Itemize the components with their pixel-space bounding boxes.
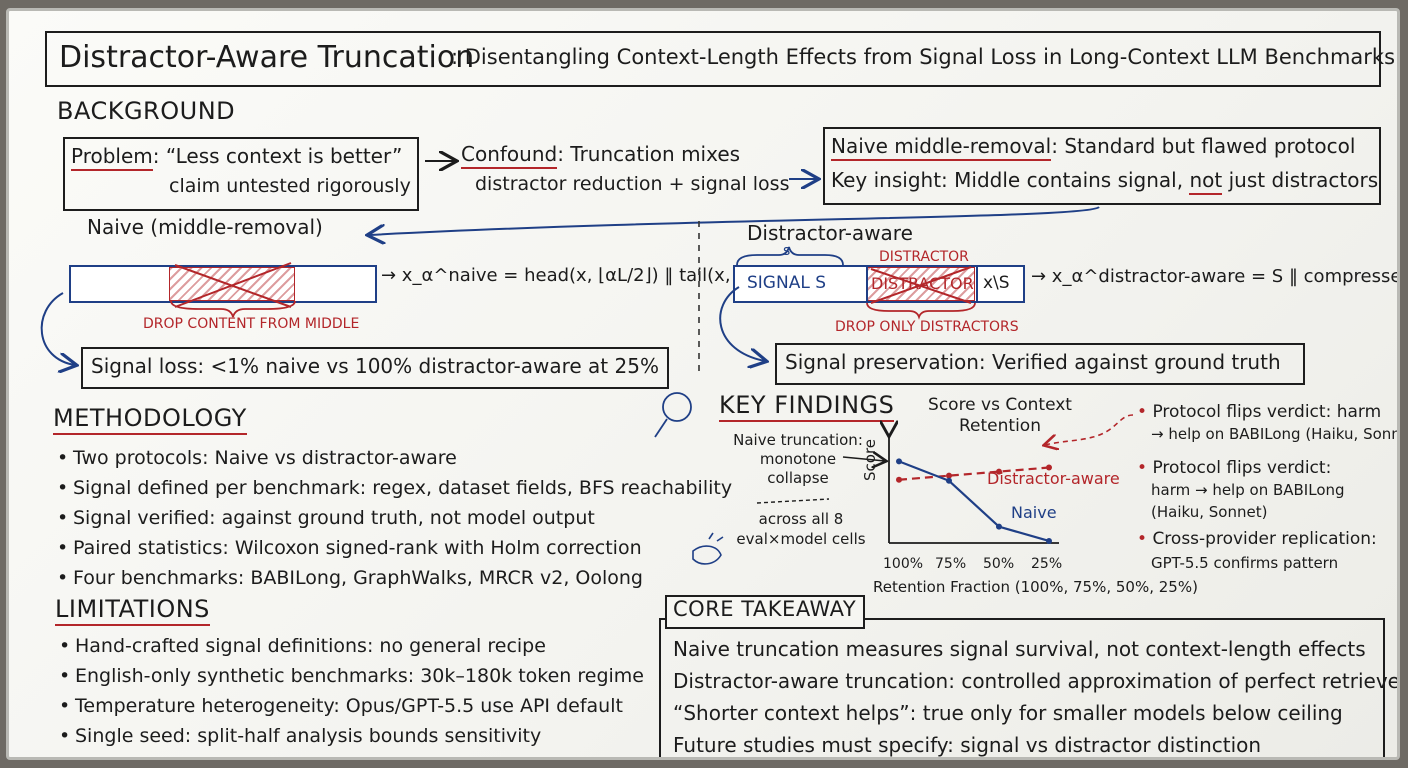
aware-drop-label: DROP ONLY DISTRACTORS xyxy=(835,319,1019,335)
takeaway-line: “Shorter context helps”: true only for s… xyxy=(673,701,1343,725)
tick-50: 50% xyxy=(983,556,1015,572)
note-naive-collapse: Naive truncation: monotone collapse xyxy=(733,431,863,487)
signal-loss-text: Signal loss: <1% naive vs 100% distracto… xyxy=(91,354,659,378)
takeaway-box xyxy=(659,618,1385,757)
title-box xyxy=(45,31,1381,87)
methodology-item: Signal defined per benchmark: regex, dat… xyxy=(55,473,732,503)
arrow-note-naive xyxy=(842,457,885,461)
preservation-text: Signal preservation: Verified against gr… xyxy=(785,350,1281,374)
problem-label: Problem xyxy=(71,144,153,171)
magnifier-icon xyxy=(654,392,692,438)
legend-naive: Naive xyxy=(1011,503,1057,522)
data-point xyxy=(946,472,952,479)
limitations-item: Temperature heterogeneity: Opus/GPT-5.5 … xyxy=(57,691,644,721)
tick-25: 25% xyxy=(1031,556,1063,572)
takeaway-line: Naive truncation measures signal surviva… xyxy=(673,637,1366,661)
not-emphasis: not xyxy=(1189,168,1223,195)
naive-protocol-line: Naive middle-removal: Standard but flawe… xyxy=(831,134,1355,161)
finding-2: • Protocol flips verdict: harm → help on… xyxy=(1137,458,1345,521)
segment-rest: x\S xyxy=(983,273,1010,293)
arrow-aware-preservation xyxy=(719,286,765,361)
arrow-naive-signal-loss xyxy=(40,292,75,365)
limitations-item: English-only synthetic benchmarks: 30k–1… xyxy=(57,661,644,691)
tick-75: 75% xyxy=(935,556,967,572)
chart-title: Score vs Context Retention xyxy=(928,395,1072,436)
data-point xyxy=(996,468,1002,475)
aware-heading: Distractor-aware xyxy=(747,221,913,245)
aware-formula: → x_α^distractor-aware = S ‖ compressed(… xyxy=(1031,266,1400,287)
data-point xyxy=(1046,537,1052,544)
title-main: Distractor-Aware Truncation xyxy=(59,40,475,75)
key-findings-heading: KEY FINDINGS xyxy=(719,391,895,422)
takeaway-line: Future studies must specify: signal vs d… xyxy=(673,733,1262,757)
chart-xlabel: Retention Fraction (100%, 75%, 50%, 25%) xyxy=(873,578,1198,596)
takeaway-heading: CORE TAKEAWAY xyxy=(673,597,857,621)
confound-label: Confound xyxy=(461,142,558,169)
preservation-box xyxy=(775,343,1305,385)
background-heading: BACKGROUND xyxy=(57,97,236,125)
finding-3: • Cross-provider replication: GPT-5.5 co… xyxy=(1137,529,1377,572)
naive-formula: → x_α^naive = head(x, ⌊αL/2⌋) ‖ tail(x, … xyxy=(381,265,797,286)
takeaway-lines: Naive truncation measures signal surviva… xyxy=(673,633,1400,757)
problem-box xyxy=(63,137,419,211)
problem-line1: Problem: “Less context is better” xyxy=(71,144,402,171)
naive-protocol-label: Naive middle-removal xyxy=(831,134,1052,161)
methodology-item: Four benchmarks: BABILong, GraphWalks, M… xyxy=(55,563,732,593)
tick-100: 100% xyxy=(883,556,924,572)
legend-distractor-aware: Distractor-aware xyxy=(987,469,1120,488)
data-point xyxy=(896,476,902,483)
aware-brace xyxy=(866,302,976,320)
diagram-connectors xyxy=(40,11,1134,565)
naive-dropped-segment xyxy=(169,267,295,301)
limitations-list: Hand-crafted signal definitions: no gene… xyxy=(57,631,644,751)
distractor-top-label: DISTRACTOR xyxy=(879,249,969,265)
methodology-list: Two protocols: Naive vs distractor-aware… xyxy=(55,443,732,593)
series-line-naive xyxy=(898,460,1050,543)
arrow-finding-distractor xyxy=(1045,414,1134,445)
finding-1: • Protocol flips verdict: harm → help on… xyxy=(1137,402,1400,443)
doodle-icon xyxy=(692,532,724,565)
naive-heading: Naive (middle-removal) xyxy=(87,215,323,239)
data-point xyxy=(896,458,902,465)
takeaway-heading-box xyxy=(665,595,865,629)
insight-box xyxy=(823,127,1381,205)
segment-signal: SIGNAL S xyxy=(747,273,826,293)
methodology-item: Signal verified: against ground truth, n… xyxy=(55,503,732,533)
note-all-cells: across all 8 eval×model cells xyxy=(736,510,866,548)
methodology-item: Paired statistics: Wilcoxon signed-rank … xyxy=(55,533,732,563)
data-point xyxy=(946,477,952,484)
signal-brace xyxy=(736,246,844,266)
note-underline xyxy=(756,498,830,504)
limitations-item: Hand-crafted signal definitions: no gene… xyxy=(57,631,644,661)
title-sub: : Disentangling Context-Length Effects f… xyxy=(451,45,1396,69)
takeaway-line: Distractor-aware truncation: controlled … xyxy=(673,669,1400,693)
problem-line2: claim untested rigorously xyxy=(169,175,411,197)
methodology-item: Two protocols: Naive vs distractor-aware xyxy=(55,443,732,473)
key-insight-line: Key insight: Middle contains signal, not… xyxy=(831,168,1378,195)
data-point xyxy=(996,523,1002,530)
methodology-heading: METHODOLOGY xyxy=(53,404,247,435)
naive-drop-label: DROP CONTENT FROM MIDDLE xyxy=(143,316,360,332)
arrow-insight-naive xyxy=(369,206,1100,235)
limitations-heading: LIMITATIONS xyxy=(55,595,210,626)
naive-brace xyxy=(170,300,296,318)
whiteboard: Distractor-Aware Truncation : Disentangl… xyxy=(6,8,1400,760)
confound-line1: Confound: Truncation mixes xyxy=(461,142,740,169)
signal-loss-box xyxy=(81,347,669,389)
aware-cross-b xyxy=(870,266,972,304)
naive-cross-b xyxy=(174,262,292,308)
data-point xyxy=(1046,464,1052,471)
naive-context-bar xyxy=(69,265,377,303)
limitations-item: Single seed: split-half analysis bounds … xyxy=(57,721,644,751)
confound-line2: distractor reduction + signal loss xyxy=(475,173,790,195)
